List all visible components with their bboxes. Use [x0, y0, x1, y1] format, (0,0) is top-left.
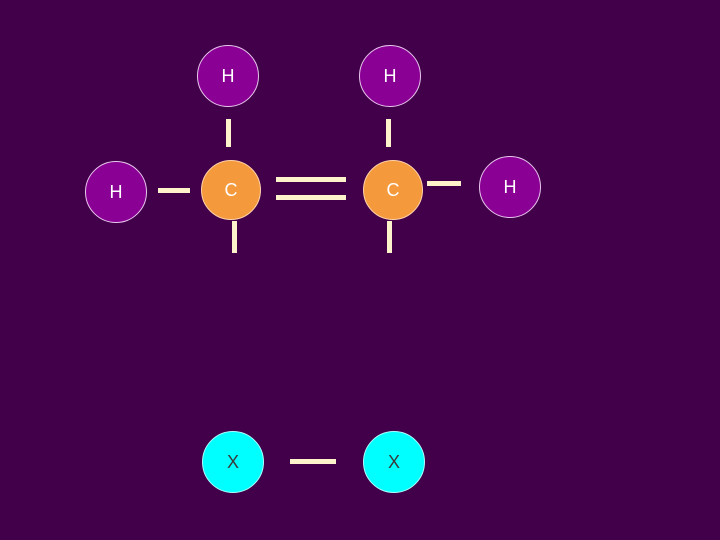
bond-c-right-to-h-right — [427, 181, 461, 186]
bond-c-left-down — [232, 221, 237, 253]
atom-label: H — [221, 65, 235, 86]
double-bond-lower — [276, 195, 346, 200]
atom-label: H — [383, 65, 397, 86]
atom-h-top-right: H — [359, 45, 421, 107]
atom-label: H — [109, 181, 123, 202]
atom-h-top-left: H — [197, 45, 259, 107]
atom-label: C — [386, 179, 400, 200]
bond-x-left-to-x-right — [290, 459, 336, 464]
atom-h-right: H — [479, 156, 541, 218]
atom-label: X — [226, 451, 239, 472]
bond-c-right-down — [387, 221, 392, 253]
atom-x-left: X — [202, 431, 264, 493]
atom-c-right: C — [363, 160, 423, 220]
double-bond-upper — [276, 177, 346, 182]
atom-c-left: C — [201, 160, 261, 220]
bond-h-top-left-to-c-left — [226, 119, 231, 147]
bond-h-left-to-c-left — [158, 188, 190, 193]
atom-label: C — [224, 179, 238, 200]
atom-label: X — [387, 451, 400, 472]
atom-h-left: H — [85, 161, 147, 223]
atom-label: H — [503, 176, 517, 197]
bond-h-top-right-to-c-right — [386, 119, 391, 147]
atom-x-right: X — [363, 431, 425, 493]
